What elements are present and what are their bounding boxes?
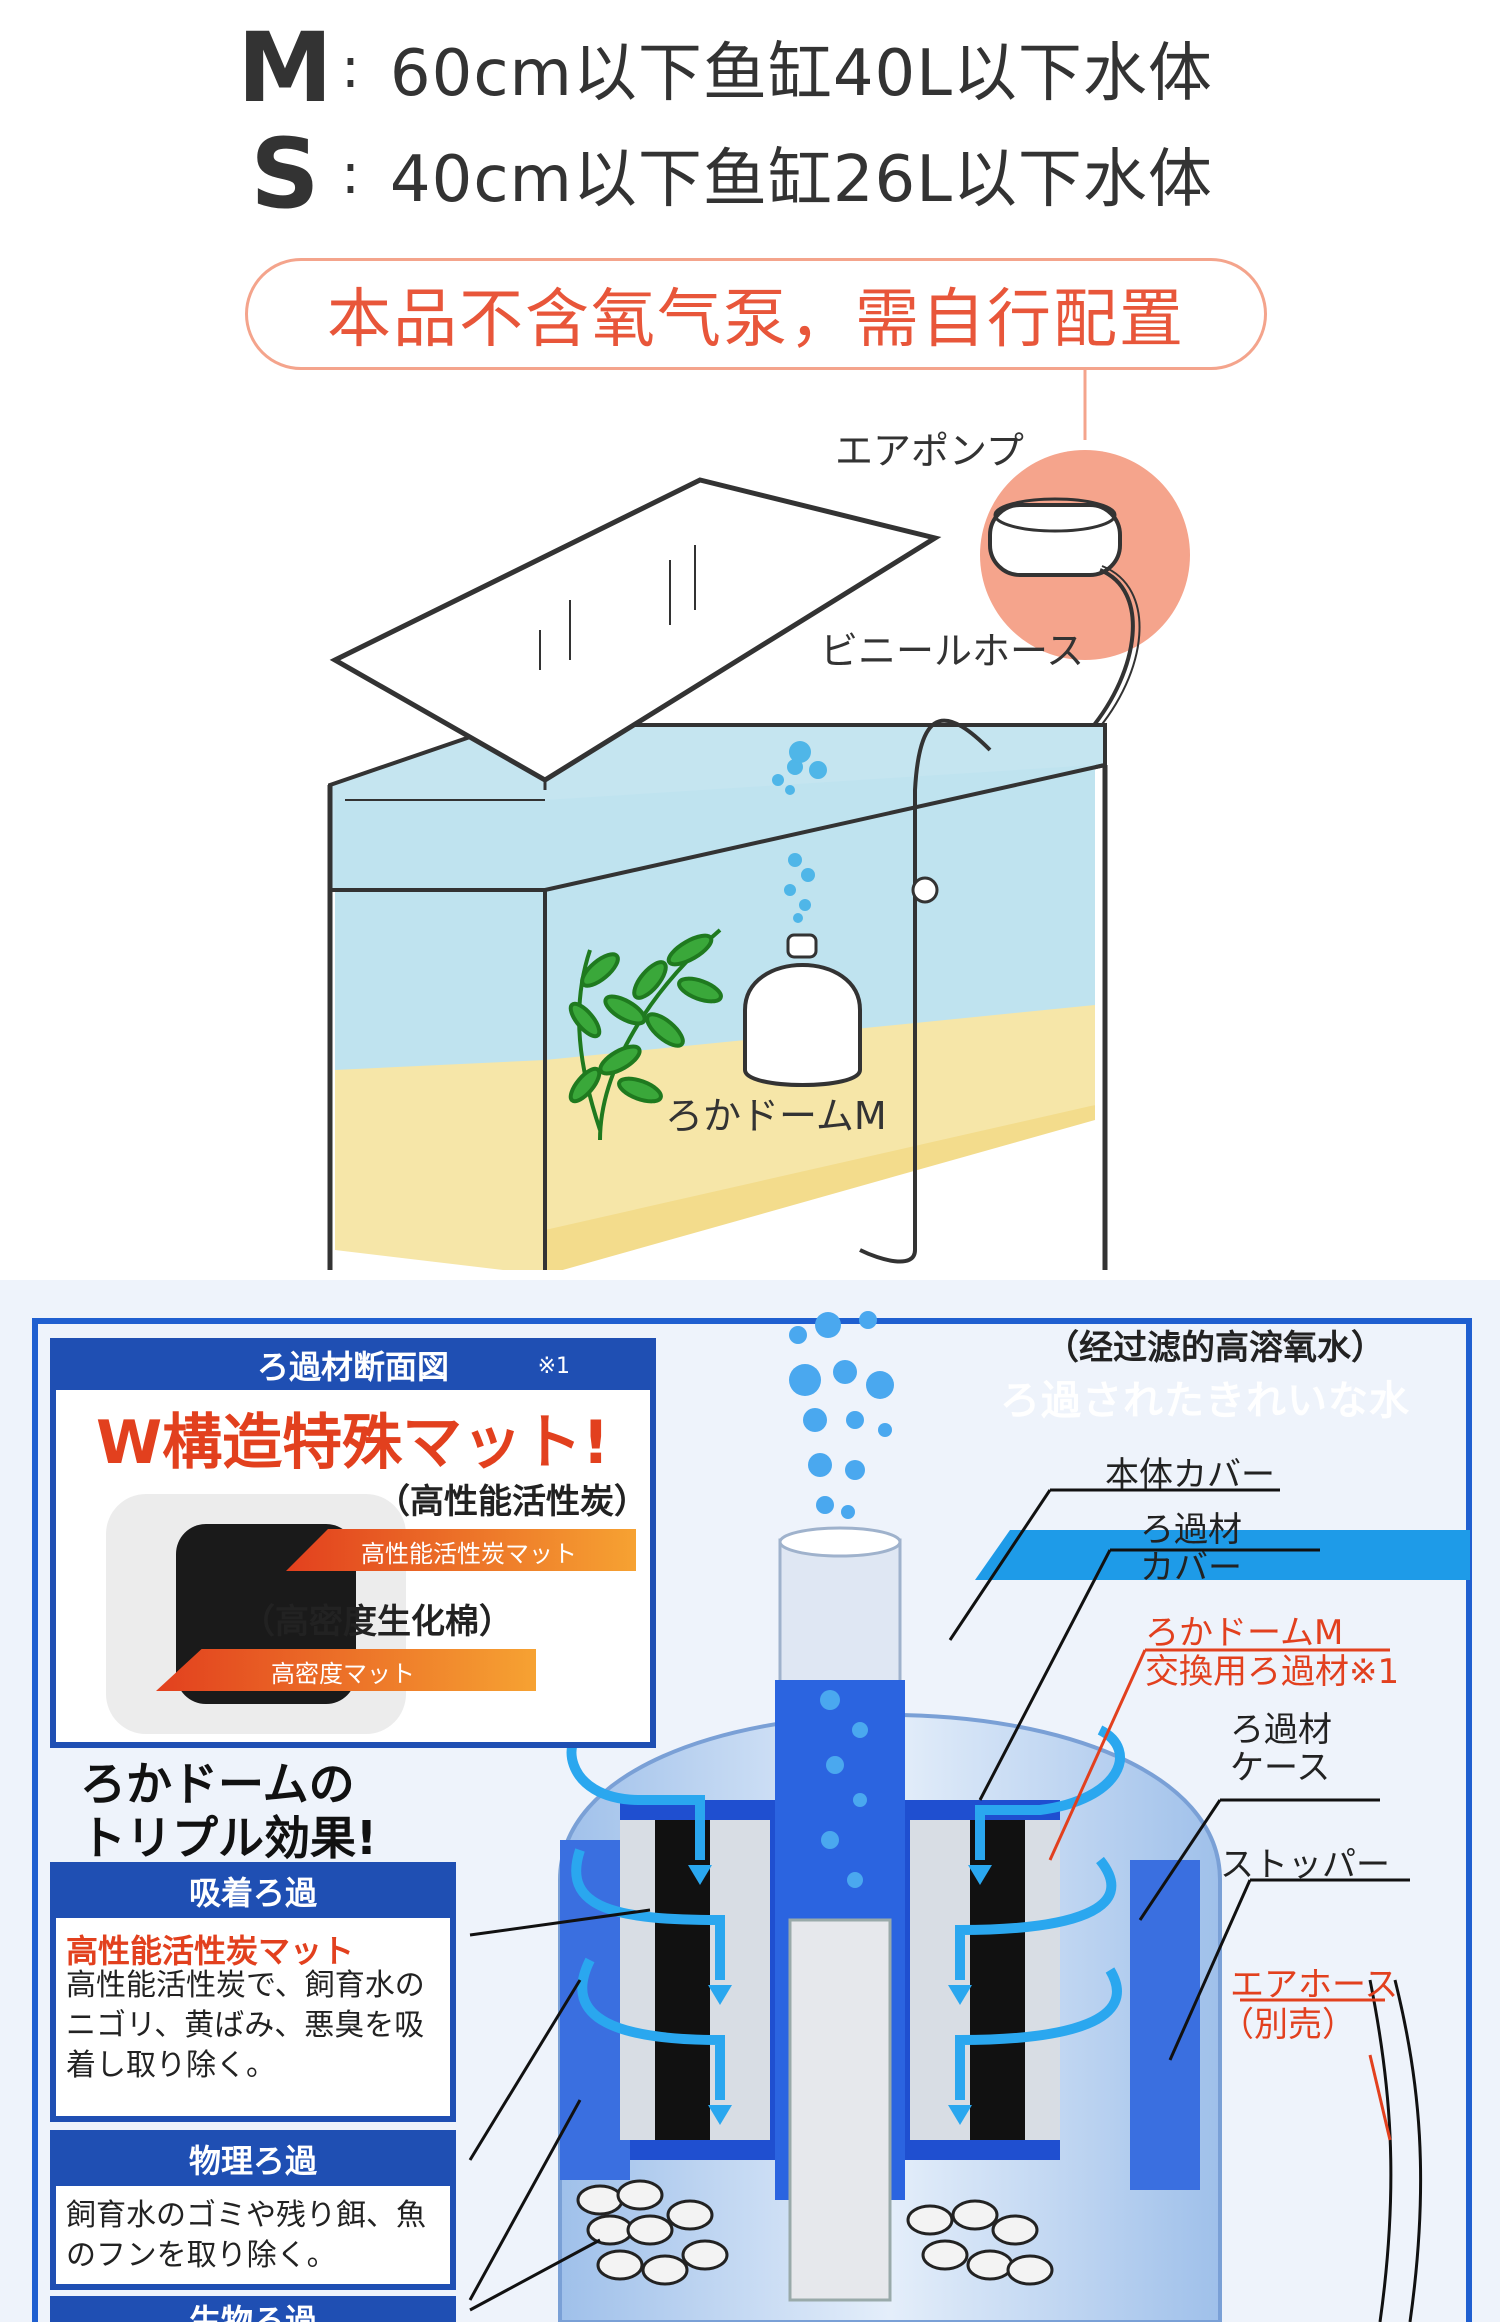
panel-border — [32, 1318, 1472, 2322]
carbon-mat-tag — [286, 1529, 636, 1571]
dome-cutaway-illustration — [468, 1311, 1470, 2322]
filter-case-label-2: ケース — [1230, 1748, 1331, 1788]
size-row-s: S : 40cm以下鱼缸26L以下水体 — [235, 118, 1213, 230]
cotton-cn-label: （高密度生化棉） — [241, 1602, 513, 1642]
physical-header: 物理ろ過 — [56, 2136, 450, 2186]
size-letter: M — [237, 12, 333, 124]
adsorption-body: 高性能活性炭で、飼育水のニゴリ、黄ばみ、悪臭を吸着し取り除く。 — [66, 1968, 425, 2083]
w-structure-title: W構造特殊マット! — [96, 1408, 610, 1478]
sold-separately-label: （別売） — [1220, 2005, 1356, 2045]
filter-dome-label: ろかドームM — [665, 1094, 887, 1138]
section-view-header: ろ過材断面図 ※1 — [56, 1344, 650, 1390]
size-description: 40cm以下鱼缸26L以下水体 — [389, 143, 1213, 217]
physical-box: 物理ろ過 飼育水のゴミや残り餌、魚のフンを取り除く。 — [50, 2130, 456, 2290]
bio-header: 生物ろ過 — [50, 2296, 456, 2322]
colon: : — [341, 35, 360, 101]
size-description: 60cm以下鱼缸40L以下水体 — [389, 37, 1213, 111]
filter-cover-label-1: ろ過材 — [1140, 1510, 1242, 1550]
plant-icon — [568, 928, 723, 1141]
dense-mat-label: 高密度マット — [271, 1660, 415, 1688]
replacement-label-2: 交換用ろ過材※1 — [1145, 1652, 1400, 1692]
air-hose-label: エアホース — [1230, 1965, 1399, 2005]
adsorption-title: 高性能活性炭マット — [66, 1932, 355, 1970]
aquarium-illustration — [327, 370, 1190, 1270]
air-pump-icon — [988, 503, 1122, 577]
vinyl-hose-label: ビニールホース — [820, 629, 1085, 673]
tank-lid — [329, 477, 942, 783]
dense-mat-tag — [156, 1649, 536, 1691]
filter-cover-label-2: カバー — [1140, 1548, 1242, 1588]
triple-effect-line1: ろかドームの — [80, 1757, 355, 1811]
carbon-mat-label: 高性能活性炭マット — [361, 1540, 577, 1568]
filter-dome-icon — [743, 963, 862, 1087]
colon: : — [341, 141, 360, 207]
size-letter: S — [250, 118, 320, 230]
body-cover-label: 本体カバー — [1105, 1455, 1275, 1495]
flow-arrows — [566, 1725, 1125, 2100]
bubbles — [772, 741, 827, 923]
gravel — [576, 2179, 1054, 2286]
carbon-cn-label: （高性能活性炭） — [376, 1482, 648, 1522]
water-jp-label: ろ過されたきれいな水 — [1000, 1378, 1410, 1424]
filter-case-label-1: ろ過材 — [1230, 1710, 1332, 1750]
adsorption-header: 吸着ろ過 — [56, 1868, 450, 1918]
water-cn-label: （经过滤的高溶氧水） — [1045, 1328, 1385, 1368]
stopper-label: ストッパー — [1220, 1845, 1390, 1885]
adsorption-box: 吸着ろ過 高性能活性炭マット 高性能活性炭で、飼育水のニゴリ、黄ばみ、悪臭を吸着… — [50, 1862, 456, 2122]
cutaway-panel: ろ過材断面図 ※1 W構造特殊マット! （高性能活性炭） 高性能活性炭マット （… — [0, 1280, 1500, 2322]
bubbles — [789, 1311, 894, 1888]
replacement-label-1: ろかドームM — [1145, 1613, 1344, 1653]
section-note: ※1 — [537, 1354, 570, 1379]
air-pump-label: エアポンプ — [835, 429, 1024, 473]
section-view-box: ろ過材断面図 ※1 W構造特殊マット! （高性能活性炭） 高性能活性炭マット （… — [50, 1338, 656, 1748]
size-row-m: M : 60cm以下鱼缸40L以下水体 — [235, 12, 1213, 124]
physical-body: 飼育水のゴミや残り餌、魚のフンを取り除く。 — [66, 2198, 426, 2273]
no-pump-notice: 本品不含氧气泵，需自行配置 — [245, 258, 1267, 370]
section-title: ろ過材断面図 — [256, 1348, 449, 1386]
triple-effect-line2: トリプル効果! — [80, 1811, 377, 1865]
